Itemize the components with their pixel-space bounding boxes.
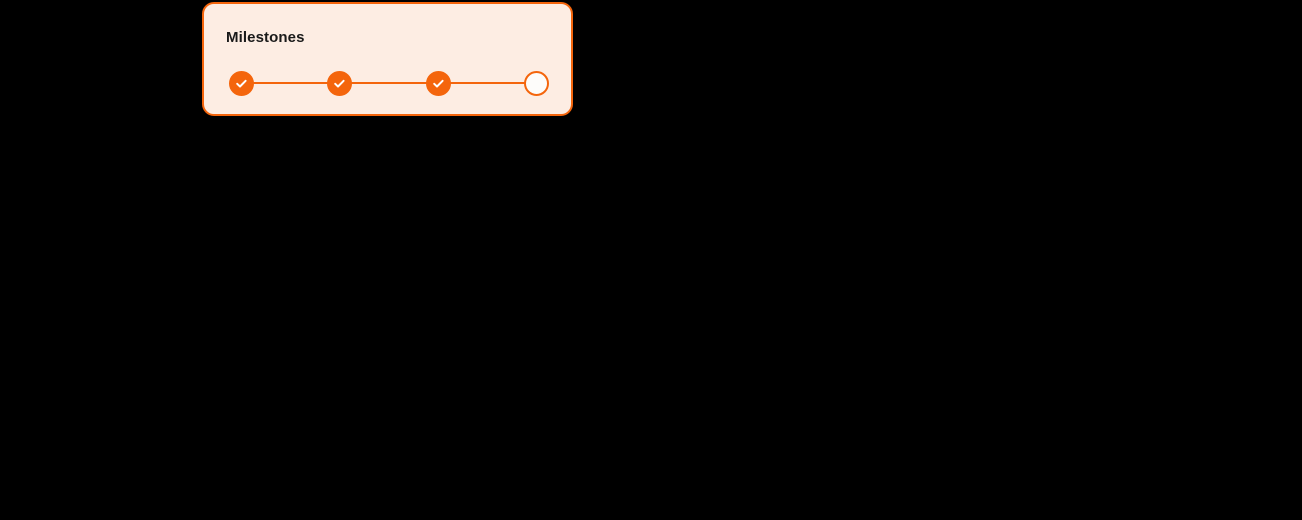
check-icon (234, 76, 249, 91)
milestone-step-2[interactable] (327, 70, 353, 96)
step-connector-2-3 (351, 82, 427, 84)
step-connector-1-2 (253, 82, 329, 84)
check-icon (332, 76, 347, 91)
milestone-step-4[interactable] (523, 70, 549, 96)
card-title: Milestones (226, 29, 305, 46)
check-icon (431, 76, 446, 91)
milestones-stepper (229, 68, 549, 98)
milestones-card: Milestones (202, 2, 573, 116)
step-connector-3-4 (449, 82, 525, 84)
milestone-step-3[interactable] (425, 70, 451, 96)
milestone-step-1[interactable] (229, 70, 254, 96)
